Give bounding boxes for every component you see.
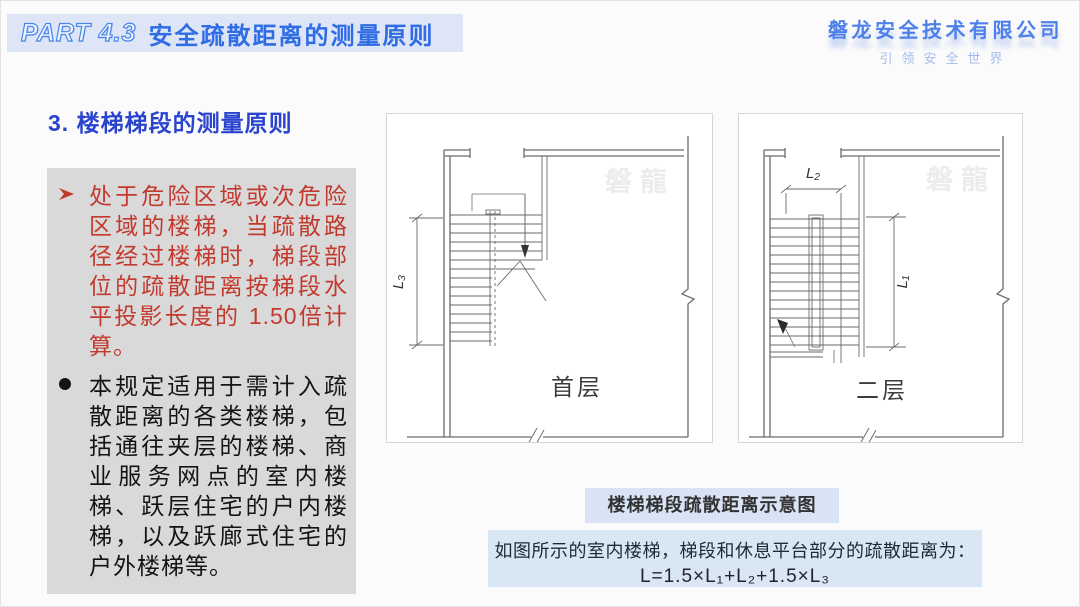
dimension-l3 [409, 213, 443, 350]
bullet-item-2: 本规定适用于需计入疏散距离的各类楼梯，包括通往夹层的楼梯、商业服务网点的室内楼梯… [55, 371, 348, 581]
company-block: 磐龙安全技术有限公司 引领安全世界 [828, 14, 1063, 67]
stair-treads [450, 156, 548, 346]
dimension-label-l2: L₂ [806, 165, 820, 182]
dimension-l1 [866, 212, 906, 352]
bullet-text: 本规定适用于需计入疏散距离的各类楼梯，包括通往夹层的楼梯、商业服务网点的室内楼梯… [89, 373, 348, 579]
floor-plan-second-floor: 磐龍 [738, 113, 1023, 443]
bullet-item-1: 处于危险区域或次危险区域的楼梯，当疏散路径经过楼梯时，梯段部位的疏散距离按梯段水… [55, 181, 348, 361]
watermark-text: 磐龍 [926, 164, 996, 195]
walls [407, 136, 696, 442]
dot-bullet-icon [55, 371, 89, 581]
company-name: 磐龙安全技术有限公司 [828, 20, 1063, 42]
floor-label-second: 二层 [856, 377, 908, 403]
watermark-text: 磐龍 [605, 166, 675, 197]
bullet-text: 处于危险区域或次危险区域的楼梯，当疏散路径经过楼梯时，梯段部位的疏散距离按梯段水… [89, 183, 348, 359]
arrow-bullet-icon [55, 181, 89, 361]
floor-label-first: 首层 [551, 374, 603, 400]
formula-description: 如图所示的室内楼梯，梯段和休息平台部分的疏散距离为： [494, 541, 976, 561]
formula-box: 如图所示的室内楼梯，梯段和休息平台部分的疏散距离为： L=1.5×L₁+L₂+1… [488, 530, 982, 587]
section-heading: 3. 楼梯梯段的测量原则 [48, 110, 293, 136]
content-box: 处于危险区域或次危险区域的楼梯，当疏散路径经过楼梯时，梯段部位的疏散距离按梯段水… [47, 168, 356, 594]
stair-treads [770, 156, 865, 363]
dimension-label-l1: L₁ [894, 275, 911, 288]
company-slogan: 引领安全世界 [879, 51, 1012, 66]
part-label: PART 4.3 [20, 18, 137, 47]
dimension-label-l3: L₃ [390, 275, 407, 289]
up-arrow [777, 319, 796, 348]
header-strip: PART 4.3 安全疏散距离的测量原则 [7, 14, 463, 52]
floor-plan-first-floor: 磐龍 [386, 113, 713, 443]
dimension-l2 [780, 184, 847, 363]
formula-equation: L=1.5×L₁+L₂+1.5×L₃ [639, 566, 831, 587]
page-title: 安全疏散距离的测量原则 [148, 22, 435, 50]
down-arrow [521, 194, 529, 258]
diagram-caption: 楼梯梯段疏散距离示意图 [585, 488, 839, 523]
walls [749, 136, 1011, 442]
